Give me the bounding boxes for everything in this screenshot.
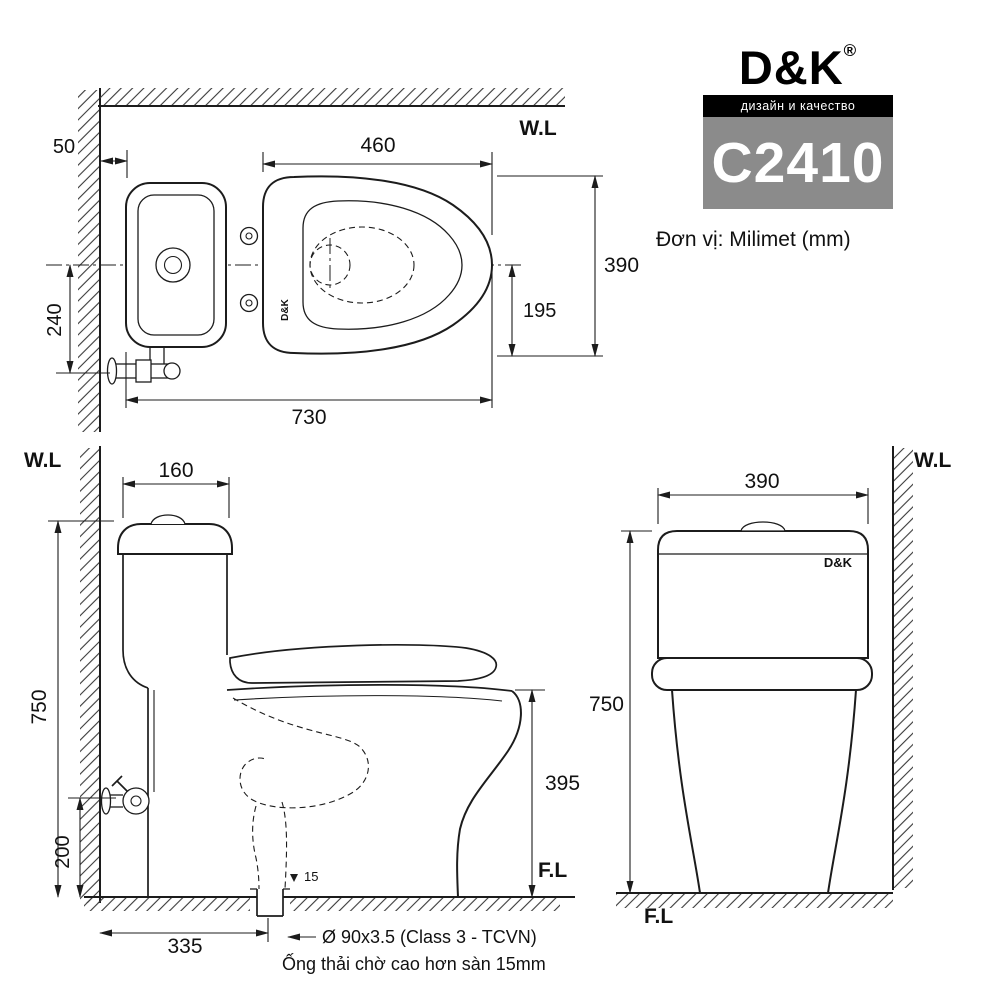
- dim-label: 200: [52, 835, 74, 868]
- dim-label: 335: [167, 935, 202, 958]
- dim-seat-length: 460: [262, 134, 493, 235]
- wall-level-label: W.L: [24, 449, 61, 472]
- brand-logo-text: D&K: [738, 41, 844, 94]
- dim-rim-height: 395: [515, 689, 580, 898]
- dim-wall-gap: 50: [53, 136, 128, 178]
- brand-block: D&K® дизайн и качество C2410: [703, 26, 893, 209]
- dim-inlet-height: 200: [52, 797, 116, 898]
- wall-level-label: W.L: [519, 117, 556, 140]
- dim-total-length: 730: [125, 270, 493, 429]
- seat-outline-plan: [262, 175, 494, 355]
- dim-outlet-offset: 335: [99, 918, 269, 958]
- flush-button-side: [150, 514, 186, 525]
- inlet-valve-knob: [163, 362, 181, 380]
- dim-half-width: 195: [508, 264, 556, 357]
- wall-hatch: [80, 448, 100, 903]
- wall-flange: [100, 787, 112, 815]
- rim-inner-line-side: [233, 695, 503, 702]
- stub-height-marker: [290, 874, 298, 882]
- brand-tagline: дизайн и качество: [703, 95, 893, 117]
- outlet-stub: [250, 888, 290, 917]
- tank-lid-side: [117, 523, 233, 555]
- pipe-spec-note: Ø 90x3.5 (Class 3 - TCVN): [322, 927, 537, 947]
- dim-total-height: 750: [589, 530, 652, 894]
- rim-line-side: [226, 684, 513, 692]
- hinge-top-pin: [245, 232, 253, 240]
- floor-level-label: F.L: [538, 859, 567, 882]
- seat-cover-side: [229, 643, 498, 684]
- hinge-bottom: [239, 293, 259, 313]
- bowl-front-side: [456, 690, 522, 898]
- trapway-dashed: [232, 697, 369, 809]
- wall-hatch: [893, 448, 913, 888]
- dim-label: 50: [53, 136, 75, 158]
- registered-mark: ®: [843, 41, 858, 60]
- seat-brand-label: D&K: [280, 298, 291, 320]
- floor-hatch: [616, 894, 893, 908]
- valve-handle-bar: [111, 775, 123, 787]
- outlet-dashed-right: [281, 801, 288, 890]
- seat-opening-plan: [302, 200, 463, 330]
- dim-total-height: 750: [28, 520, 114, 898]
- tank-inner-plan: [137, 194, 215, 336]
- tank-front: [657, 530, 869, 659]
- dim-label: 750: [28, 689, 51, 724]
- wall-hatch-left: [78, 90, 100, 432]
- tank-brand-label: D&K: [824, 555, 853, 570]
- brand-logo: D&K®: [703, 26, 893, 93]
- valve-handle-stem: [116, 780, 128, 792]
- dim-label: 390: [604, 254, 639, 277]
- tank-base-curve: [122, 649, 149, 689]
- unit-note: Đơn vị: Milimet (mm): [656, 228, 851, 251]
- front-view-drawing: W.L F.L D&K 390 750: [589, 446, 951, 928]
- top-view-drawing: W.L D&K: [44, 88, 639, 432]
- outlet-dashed-left: [252, 805, 260, 890]
- valve-core: [130, 795, 142, 807]
- side-view-drawing: W.L F.L: [24, 446, 580, 974]
- supply-valve: [100, 690, 155, 815]
- dim-tank-depth: 160: [122, 459, 230, 518]
- seat-band-front: [651, 657, 873, 691]
- dim-label: 730: [291, 406, 326, 429]
- dim-label: 390: [744, 470, 779, 493]
- pedestal-front: [670, 689, 858, 894]
- dim-label: 750: [589, 693, 624, 716]
- hinge-bottom-pin: [245, 299, 253, 307]
- wall-level-label: W.L: [914, 449, 951, 472]
- valve-body: [122, 787, 150, 815]
- dim-inlet-offset: 240: [44, 264, 110, 374]
- dim-label: 160: [158, 459, 193, 482]
- dim-label: 195: [523, 300, 556, 322]
- flush-button-front: [740, 521, 786, 532]
- dim-width: 390: [657, 470, 869, 524]
- wall-hatch-top: [100, 88, 565, 106]
- inlet-flange: [106, 357, 118, 385]
- stub-height-label: 15: [304, 869, 318, 884]
- dim-width: 390: [497, 175, 639, 357]
- dim-label: 240: [44, 303, 66, 336]
- inlet-fitting-plan: [106, 347, 181, 385]
- dim-label: 395: [545, 772, 580, 795]
- tank-outline-plan: [125, 182, 227, 348]
- floor-hatch: [290, 898, 560, 911]
- flush-button-outer: [155, 247, 191, 283]
- floor-level-label: F.L: [644, 905, 673, 928]
- model-number: C2410: [703, 117, 893, 209]
- hinge-top: [239, 226, 259, 246]
- flush-button-inner: [163, 255, 183, 275]
- inlet-nut: [135, 359, 152, 383]
- floor-hatch: [84, 898, 250, 911]
- dim-label: 460: [360, 134, 395, 157]
- stub-note: Ống thải chờ cao hơn sàn 15mm: [282, 953, 546, 974]
